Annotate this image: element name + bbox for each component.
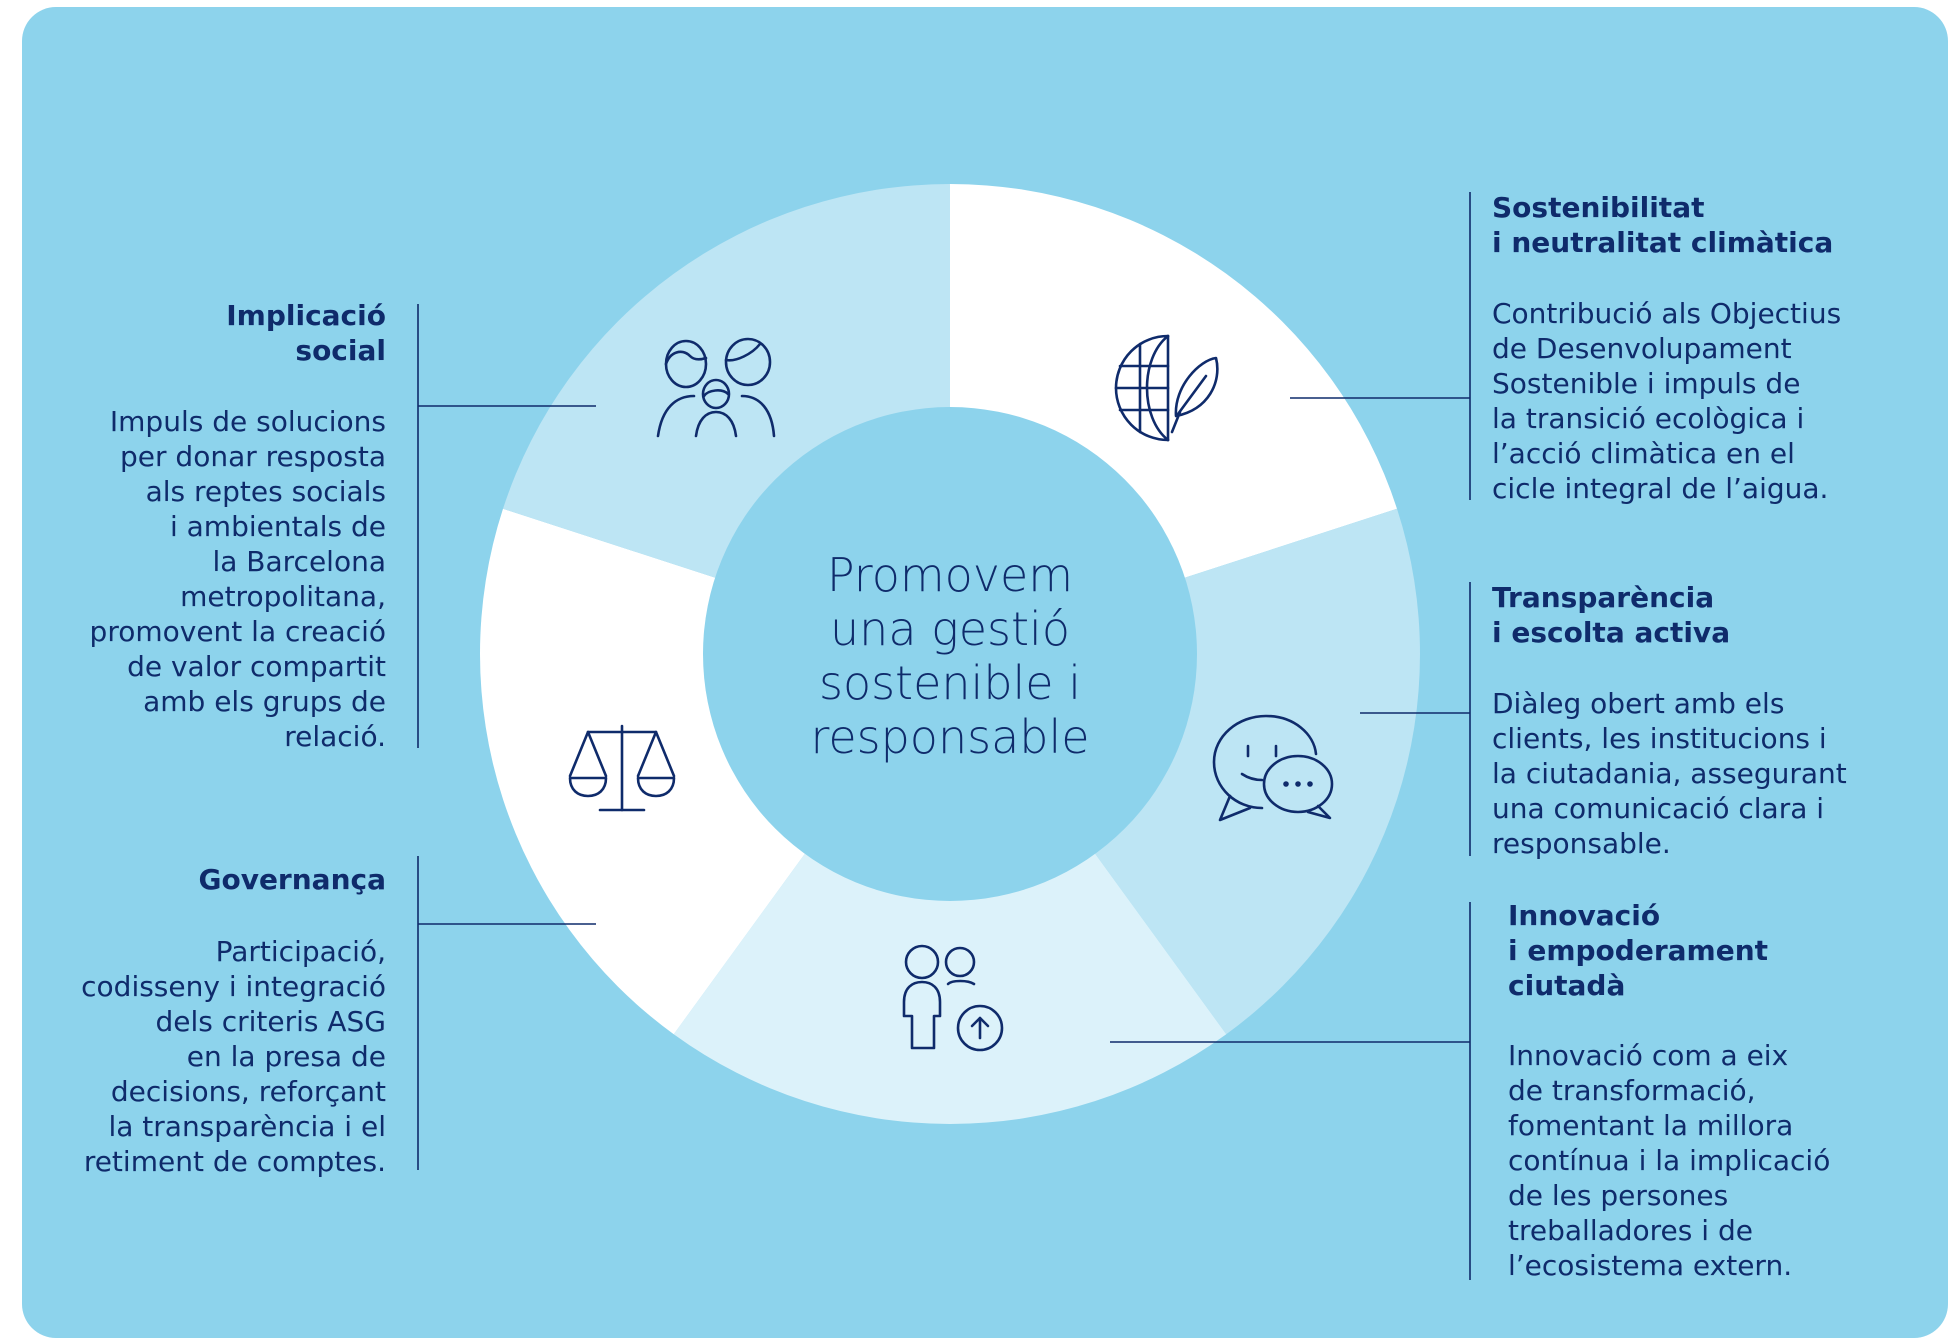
connector-innovacio	[1110, 902, 1471, 1280]
segment-body-transparencia: Diàleg obert amb els clients, les instit…	[1492, 687, 1847, 860]
connector-transparencia	[1360, 582, 1471, 856]
speech-bubbles-icon	[1212, 714, 1334, 822]
segment-title-innovacio: Innovació i empoderament ciutadà	[1508, 899, 1769, 1002]
center-circle	[703, 407, 1197, 901]
segment-body-implicacio: Impuls de solucions per donar resposta a…	[89, 405, 386, 753]
segment-body-innovacio: Innovació com a eix de transformació, fo…	[1508, 1039, 1831, 1282]
segment-title-governanca: Governança	[198, 863, 386, 896]
globe-leaf-icon	[1114, 334, 1219, 442]
connector-implicacio	[417, 304, 596, 748]
segment-title-transparencia: Transparència i escolta activa	[1492, 581, 1731, 649]
scales-icon	[568, 724, 676, 812]
connector-governanca	[417, 856, 596, 1170]
family-icon	[656, 337, 776, 438]
people-upload-icon	[902, 944, 1004, 1052]
segment-title-implicacio: Implicació social	[226, 299, 386, 367]
connector-sostenibilitat	[1290, 192, 1471, 500]
segment-title-sostenibilitat: Sostenibilitat i neutralitat climàtica	[1492, 191, 1834, 259]
segment-body-governanca: Participació, codisseny i integració del…	[81, 935, 386, 1178]
segment-body-sostenibilitat: Contribució als Objectius de Desenvolupa…	[1492, 297, 1842, 505]
center-label: Promovem una gestió sostenible i respons…	[810, 548, 1090, 764]
